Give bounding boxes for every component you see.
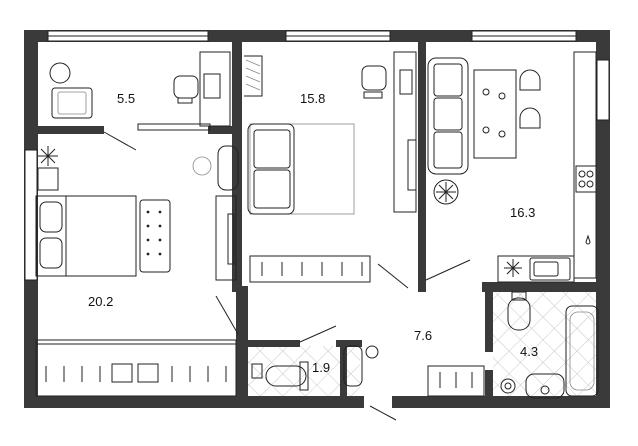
room-area-kitchen: 16.3 <box>510 205 535 220</box>
room-area-bedroom: 15.8 <box>300 91 325 106</box>
room-area-office: 5.5 <box>117 91 135 106</box>
toilet-fixtures <box>251 325 397 421</box>
windows <box>24 30 610 281</box>
kitchen-furniture <box>425 51 597 283</box>
bedroom-furniture <box>247 51 417 289</box>
room-area-bathroom: 4.3 <box>520 344 538 359</box>
plant-icon <box>433 179 459 205</box>
office-furniture <box>49 51 263 151</box>
room-area-hallway: 7.6 <box>414 328 432 343</box>
snowflake-icon <box>504 259 522 277</box>
living-room-furniture <box>35 145 239 397</box>
room-area-toilet: 1.9 <box>312 360 330 375</box>
bathroom-fixtures <box>427 291 599 399</box>
room-area-living-room: 20.2 <box>88 294 113 309</box>
plant-icon <box>38 146 58 166</box>
